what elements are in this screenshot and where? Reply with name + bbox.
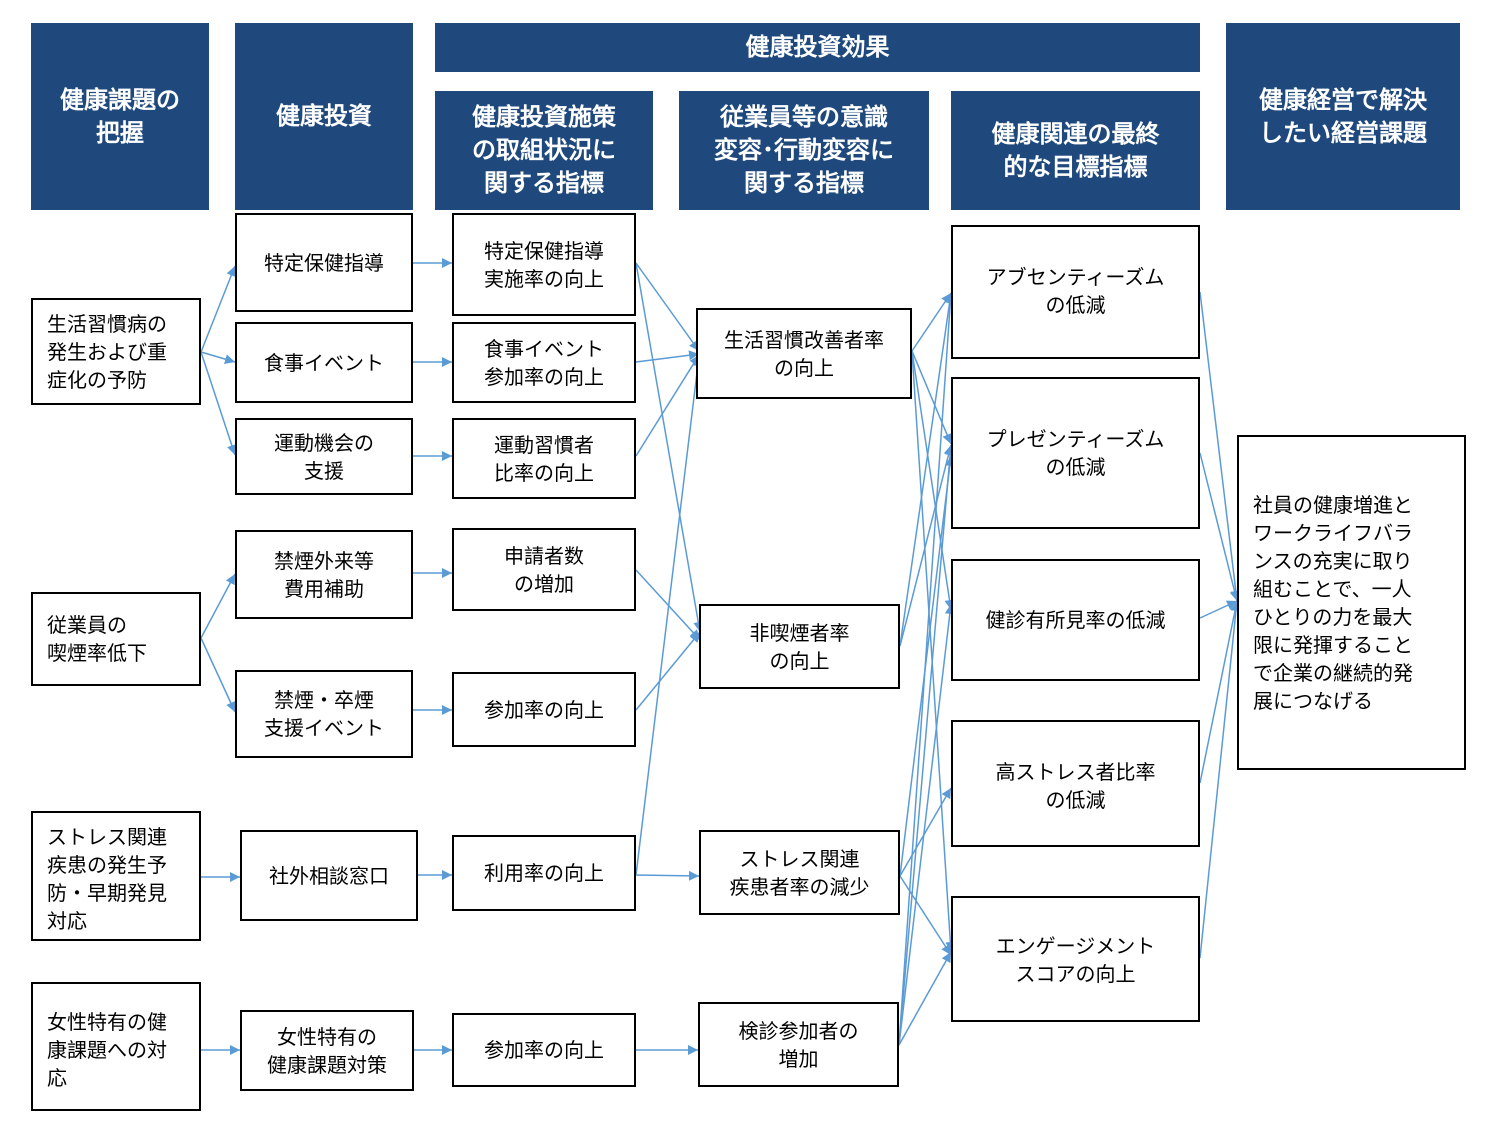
arrow-connector <box>899 292 955 647</box>
arrow-connector <box>898 951 952 1046</box>
investment-quit-smoking-event: 禁煙・卒煙 支援イベント <box>235 670 413 758</box>
arrow-connector <box>911 350 956 953</box>
arrow-connector <box>635 355 703 876</box>
awareness-lifestyle-improvers: 生活習慣改善者率 の向上 <box>696 308 912 399</box>
arrow-connector <box>898 444 956 1046</box>
arrow-connector <box>200 351 237 456</box>
header-health-issues: 健康課題の 把握 <box>31 23 209 210</box>
measure-guidance-rate: 特定保健指導 実施率の向上 <box>452 213 636 316</box>
investment-smoking-clinic: 禁煙外来等 費用補助 <box>235 530 413 619</box>
arrow-connector <box>635 354 700 457</box>
arrow-connector <box>898 603 955 1046</box>
arrow-connector <box>899 875 952 956</box>
header-health-investment: 健康投資 <box>235 23 413 210</box>
investment-meal-event: 食事イベント <box>235 322 413 403</box>
arrow-connector <box>635 870 700 881</box>
arrow-connector <box>911 292 952 352</box>
investment-exercise-support: 運動機会の 支援 <box>235 418 413 495</box>
final-checkup-findings: 健診有所見率の低減 <box>951 559 1200 681</box>
measure-event-participation: 参加率の向上 <box>452 672 636 747</box>
header-investment-effect: 健康投資効果 <box>435 23 1200 72</box>
investment-women-health: 女性特有の 健康課題対策 <box>240 1010 414 1091</box>
arrow-connector <box>1199 452 1240 602</box>
final-absenteeism: アブセンティーズム の低減 <box>951 225 1200 359</box>
issue-smoking-rate: 従業員の 喫煙率低下 <box>31 592 201 686</box>
arrow-connector <box>200 573 236 639</box>
header-measure-indicators: 健康投資施策 の取組状況に 関する指標 <box>435 91 653 210</box>
header-management-issues: 健康経営で解決 したい経営課題 <box>1226 23 1460 210</box>
arrow-connector <box>898 292 956 1046</box>
arrow-connector <box>200 265 236 353</box>
investment-specific-guidance: 特定保健指導 <box>235 213 413 312</box>
arrow-connector <box>911 350 952 445</box>
issue-women-health: 女性特有の健 康課題への対 応 <box>31 982 201 1111</box>
awareness-stress-patients: ストレス関連 疾患者率の減少 <box>699 830 900 915</box>
arrow-connector <box>635 350 700 363</box>
awareness-checkup-participants: 検診参加者の 増加 <box>698 1002 899 1087</box>
arrow-connector <box>1199 600 1240 784</box>
awareness-non-smokers: 非喫煙者率 の向上 <box>699 604 900 689</box>
measure-exercise-ratio: 運動習慣者 比率の向上 <box>452 418 636 499</box>
header-final-indicators: 健康関連の最終 的な目標指標 <box>951 91 1200 210</box>
arrow-connector <box>635 262 704 633</box>
arrow-connector <box>899 444 954 647</box>
arrow-connector <box>1199 600 1238 619</box>
issue-stress-disease: ストレス関連 疾患の発生予 防・早期発見 対応 <box>31 811 201 941</box>
arrow-connector <box>635 631 701 711</box>
arrow-connector <box>1199 600 1241 959</box>
arrow-connector <box>200 351 236 364</box>
final-presenteeism: プレゼンティーズム の低減 <box>951 377 1200 529</box>
arrow-connector <box>200 637 236 713</box>
measure-meal-participation: 食事イベント 参加率の向上 <box>452 322 636 403</box>
issue-lifestyle-disease: 生活習慣病の 発生および重 症化の予防 <box>31 298 201 405</box>
investment-external-consultation: 社外相談窓口 <box>240 830 418 921</box>
arrow-connector <box>911 350 955 611</box>
header-awareness-indicators: 従業員等の意識 変容･行動変容に 関する指標 <box>679 91 929 210</box>
arrow-connector <box>1199 291 1241 602</box>
final-engagement-score: エンゲージメント スコアの向上 <box>951 896 1200 1022</box>
management-goal: 社員の健康増進と ワークライフバラ ンスの充実に取り 組むことで、一人 ひとりの… <box>1237 435 1466 770</box>
final-high-stress-ratio: 高ストレス者比率 の低減 <box>951 720 1200 847</box>
arrow-connector <box>899 787 952 877</box>
measure-applicants: 申請者数 の増加 <box>452 528 636 611</box>
measure-women-participation: 参加率の向上 <box>452 1013 636 1087</box>
arrow-connector <box>635 262 700 352</box>
arrow-connector <box>635 569 701 641</box>
measure-usage-rate: 利用率の向上 <box>452 835 636 911</box>
